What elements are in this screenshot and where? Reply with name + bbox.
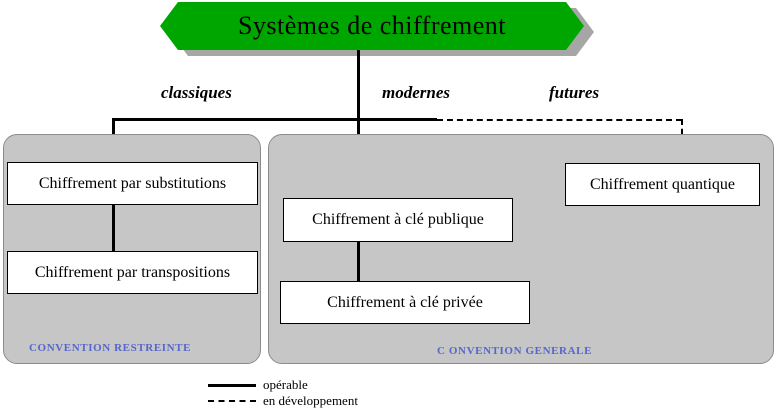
- node-chiffrement-quantique[interactable]: Chiffrement quantique: [565, 163, 760, 206]
- page-title: Systèmes de chiffrement: [237, 11, 507, 40]
- legend-label-en-developpement: en développement: [263, 393, 358, 408]
- distribution-bar-solid: [112, 118, 437, 121]
- panel-caption-convention-restreinte: CONVENTION RESTREINTE: [29, 342, 192, 354]
- node-chiffrement-cle-privee[interactable]: Chiffrement à clé privée: [280, 281, 530, 324]
- branch-label-futures: futures: [549, 83, 600, 102]
- branch-label-classiques: classiques: [161, 83, 232, 102]
- node-chiffrement-cle-publique[interactable]: Chiffrement à clé publique: [283, 198, 513, 242]
- branch-label-modernes: modernes: [382, 83, 450, 102]
- node-chiffrement-par-substitutions[interactable]: Chiffrement par substitutions: [7, 162, 258, 205]
- legend-dashed-line-icon: [208, 400, 256, 402]
- panel-caption-convention-generale: C ONVENTION GENERALE: [437, 345, 593, 357]
- title-octagon: Systèmes de chiffrement: [160, 2, 584, 50]
- link-publique-privee: [357, 241, 360, 283]
- link-substitutions-transpositions: [112, 204, 115, 252]
- legend-label-operable: opérable: [263, 377, 308, 392]
- legend-solid-line-icon: [208, 384, 256, 387]
- trunk-line: [357, 50, 360, 120]
- distribution-bar-dashed: [437, 119, 682, 121]
- node-chiffrement-par-transpositions[interactable]: Chiffrement par transpositions: [7, 251, 258, 294]
- panel-convention-generale: [268, 134, 774, 364]
